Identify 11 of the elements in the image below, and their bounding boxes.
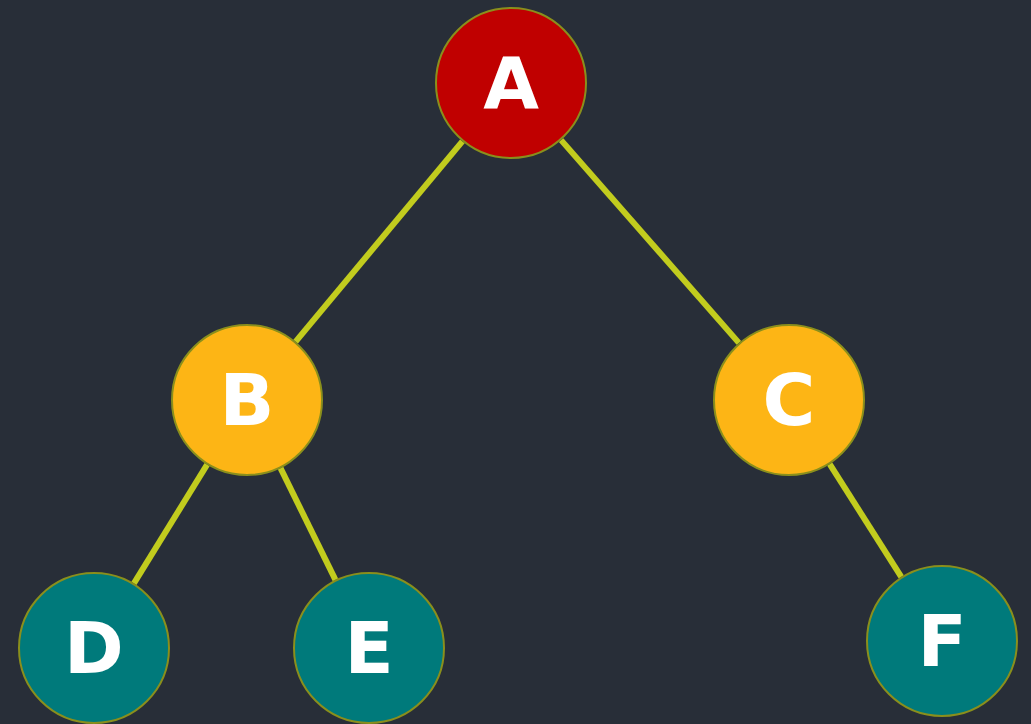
node-label: C — [762, 364, 816, 436]
connector-line — [277, 466, 339, 582]
node-label: E — [344, 612, 394, 684]
node-label: A — [483, 47, 539, 119]
node-label: F — [917, 605, 967, 677]
connector-line — [131, 463, 210, 585]
node-label: D — [64, 612, 124, 684]
connector-line — [293, 139, 465, 344]
connector-line — [827, 462, 904, 579]
connector-line — [558, 138, 742, 345]
node-label: B — [219, 364, 275, 436]
